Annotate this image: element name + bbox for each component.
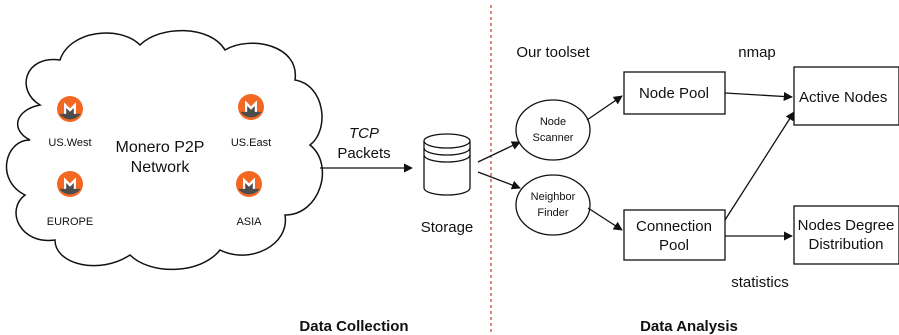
degree-distribution-line1: Nodes Degree xyxy=(798,217,895,234)
arrow-connection-pool-to-active-nodes xyxy=(724,111,795,221)
arrow-finder-to-connection-pool xyxy=(587,207,623,231)
node-scanner-circle xyxy=(515,99,591,161)
region-asia: ASIA xyxy=(236,216,262,228)
active-nodes-box xyxy=(793,66,899,126)
node-scanner-line2: Scanner xyxy=(533,132,574,144)
connection-pool-box xyxy=(623,209,726,261)
connection-pool-line2: Pool xyxy=(659,237,689,254)
region-us-east: US.East xyxy=(231,137,271,149)
storage-database-icon xyxy=(423,133,471,196)
p2p-network-cloud: Monero P2P Network US.West US.East EUROP… xyxy=(5,29,324,271)
monero-logo-icon xyxy=(238,94,264,120)
neighbor-finder-circle xyxy=(515,174,591,236)
arrow-storage-to-finder xyxy=(477,171,521,190)
cloud-title-line2: Network xyxy=(131,159,191,176)
cloud-title-line1: Monero P2P xyxy=(116,139,205,156)
active-nodes-label: Active Nodes xyxy=(799,89,887,106)
degree-distribution-box xyxy=(793,205,899,265)
storage-label: Storage xyxy=(421,219,474,236)
statistics-label: statistics xyxy=(731,274,789,291)
neighbor-finder-line2: Finder xyxy=(537,207,569,219)
cloud-shape xyxy=(5,29,324,271)
arrow-storage-to-scanner xyxy=(477,141,521,163)
degree-distribution-line2: Distribution xyxy=(808,236,883,253)
monero-logo-icon xyxy=(57,171,83,197)
region-europe: EUROPE xyxy=(47,216,93,228)
arrow-scanner-to-node-pool xyxy=(586,95,623,121)
data-analysis-label: Data Analysis xyxy=(640,318,738,335)
node-scanner-line1: Node xyxy=(540,116,566,128)
connection-pool-line1: Connection xyxy=(636,218,712,235)
data-collection-label: Data Collection xyxy=(299,318,408,335)
node-pool-label: Node Pool xyxy=(639,85,709,102)
monero-logo-icon xyxy=(236,171,262,197)
arrow-node-pool-to-active-nodes xyxy=(724,91,793,102)
node-pool-box xyxy=(623,71,726,115)
monero-logo-icon xyxy=(57,96,83,122)
nmap-label: nmap xyxy=(738,44,776,61)
toolset-label: Our toolset xyxy=(516,44,590,61)
region-us-west: US.West xyxy=(48,137,91,149)
tcp-label: TCP xyxy=(349,125,379,142)
packets-label: Packets xyxy=(337,145,390,162)
neighbor-finder-line1: Neighbor xyxy=(531,191,576,203)
